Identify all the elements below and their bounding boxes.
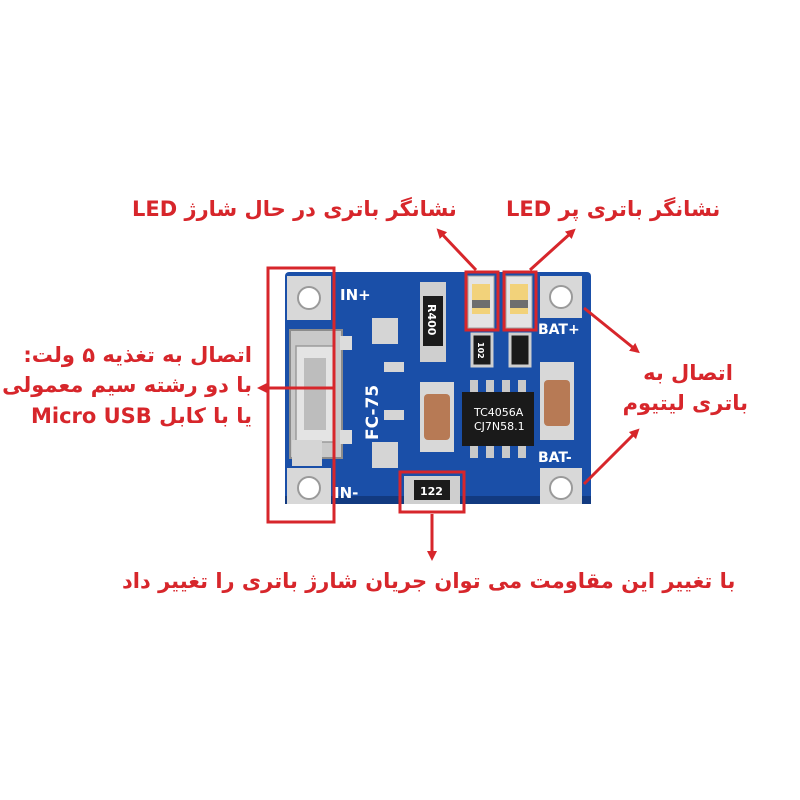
- battery-label: اتصال به باتری لیتیوم: [622, 358, 748, 419]
- highlight-led-charging: [464, 270, 500, 332]
- battery-label-line2: باتری لیتیوم: [622, 391, 748, 416]
- silkscreen-fc75: FC-75: [363, 385, 383, 440]
- usb-label-line2: با دو رشته سیم معمولی: [2, 373, 252, 398]
- led-charging-label: LED نشانگر باتری در حال شارژ: [132, 197, 457, 221]
- arrow-led-charging: [436, 228, 478, 272]
- arrow-led-full: [528, 228, 576, 272]
- micro-usb-connector: [289, 329, 352, 466]
- highlight-resistor: [398, 470, 466, 514]
- highlight-usb: [266, 266, 336, 524]
- solder-pad: [372, 442, 398, 468]
- pad-label-bat-minus: BAT-: [538, 450, 572, 466]
- pad-in-plus: [287, 276, 331, 320]
- resistor-122-label: 122: [420, 485, 443, 498]
- highlight-led-full: [502, 270, 538, 332]
- pad-label-in-minus: IN-: [334, 484, 358, 502]
- pad-bat-plus: [540, 276, 582, 318]
- solder-pad: [384, 362, 404, 372]
- resistor-note-label: با تغییر این مقاومت می توان جریان شارژ ب…: [122, 569, 736, 593]
- resistor-122: 122: [404, 476, 460, 504]
- resistor-102-right: [508, 332, 532, 368]
- solder-pad: [384, 410, 404, 420]
- pad-label-in-plus: IN+: [340, 286, 371, 304]
- arrow-bat-plus: [583, 306, 640, 354]
- battery-label-line1: اتصال به: [643, 361, 733, 385]
- solder-pad: [372, 318, 398, 344]
- capacitor-right: [540, 362, 574, 440]
- ic-pins: [470, 380, 526, 458]
- usb-power-label: اتصال به تغذیه ۵ ولت: با دو رشته سیم معم…: [2, 340, 252, 431]
- arrow-bat-minus: [582, 428, 640, 486]
- ic-label-line2: CJ7N58.1: [474, 420, 525, 433]
- led-full: [505, 275, 533, 329]
- pad-label-bat-plus: BAT+: [538, 322, 580, 338]
- resistor-r400-label: R400: [425, 304, 438, 336]
- pad-bat-minus: [540, 468, 582, 504]
- capacitor-left: [420, 382, 454, 452]
- usb-label-line1: اتصال به تغذیه ۵ ولت:: [23, 343, 252, 367]
- resistor-102-label: 102: [476, 342, 485, 359]
- ic-label-line1: TC4056A: [473, 406, 524, 419]
- resistor-r400: R400: [420, 282, 446, 362]
- pad-in-minus: [287, 468, 331, 504]
- led-charging: [467, 275, 495, 329]
- charger-ic: TC4056A CJ7N58.1: [462, 380, 534, 458]
- usb-label-line3: یا با کابل Micro USB: [30, 403, 252, 428]
- led-full-label: LED نشانگر باتری پر: [506, 197, 721, 221]
- resistor-102-left: 102: [470, 332, 494, 368]
